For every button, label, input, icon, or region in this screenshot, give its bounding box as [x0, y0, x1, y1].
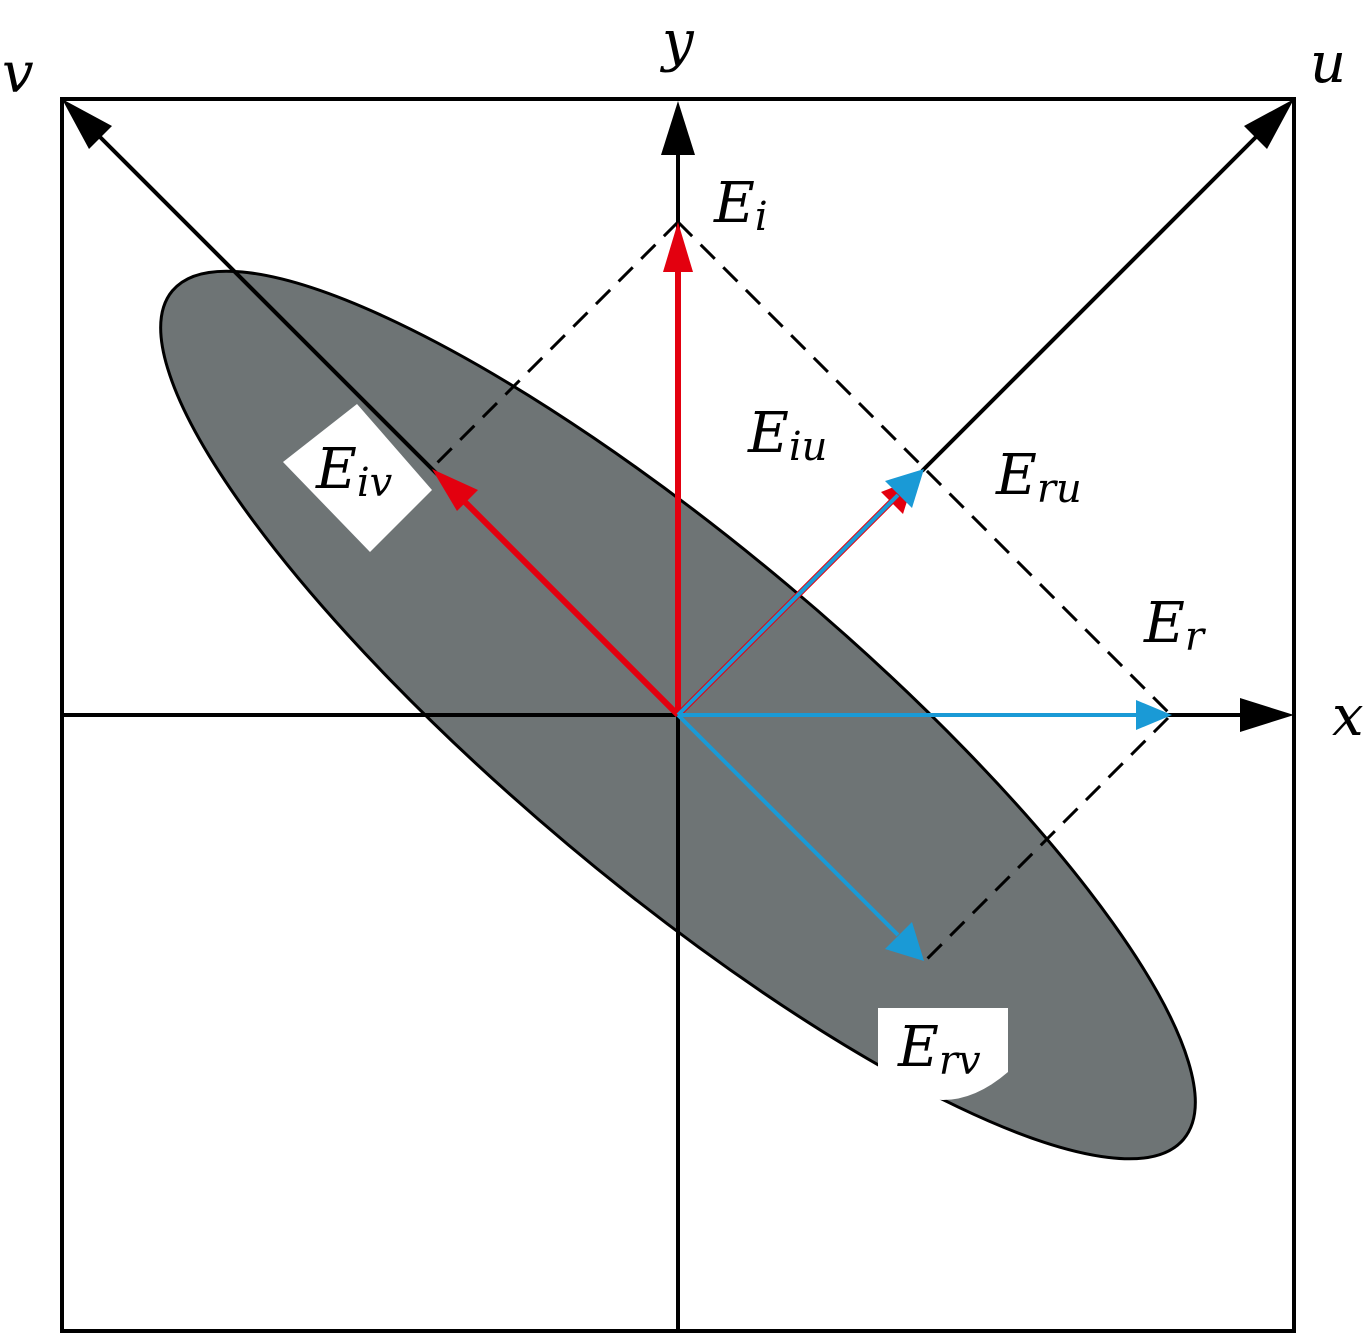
vector-E-iv-arrowhead	[432, 469, 478, 511]
axis-label-y: y	[659, 9, 695, 74]
u-axis-arrowhead	[1244, 99, 1294, 149]
axis-label-x: x	[1332, 684, 1364, 749]
vector-E-r-arrowhead	[1136, 700, 1172, 730]
label-E-i: Ei	[713, 171, 768, 240]
u-axis-line	[920, 133, 1260, 473]
y-axis-arrowhead	[661, 101, 695, 155]
vector-E-ru	[676, 493, 900, 717]
dashed-construction-lines	[430, 220, 1170, 966]
label-E-iu: Eiu	[747, 401, 827, 470]
label-E-rv: Erv	[897, 1015, 981, 1084]
label-box-E-iv	[283, 404, 432, 552]
x-axis-arrowhead	[1240, 698, 1294, 732]
label-box-E-rv	[878, 1008, 1008, 1100]
vector-E-ru-arrowhead	[885, 469, 924, 508]
axis-label-v: v	[2, 41, 34, 106]
label-E-iv: Eiv	[315, 437, 393, 506]
vector-E-rv-arrowhead	[885, 922, 924, 961]
label-E-ru: Eru	[995, 443, 1082, 512]
label-E-r: Er	[1143, 591, 1207, 660]
axis-label-u: u	[1310, 31, 1346, 96]
vector-E-rv	[676, 713, 900, 937]
vector-E-i-arrowhead	[663, 222, 693, 272]
v-axis-arrowhead	[62, 99, 112, 149]
vector-E-iv	[459, 496, 681, 718]
